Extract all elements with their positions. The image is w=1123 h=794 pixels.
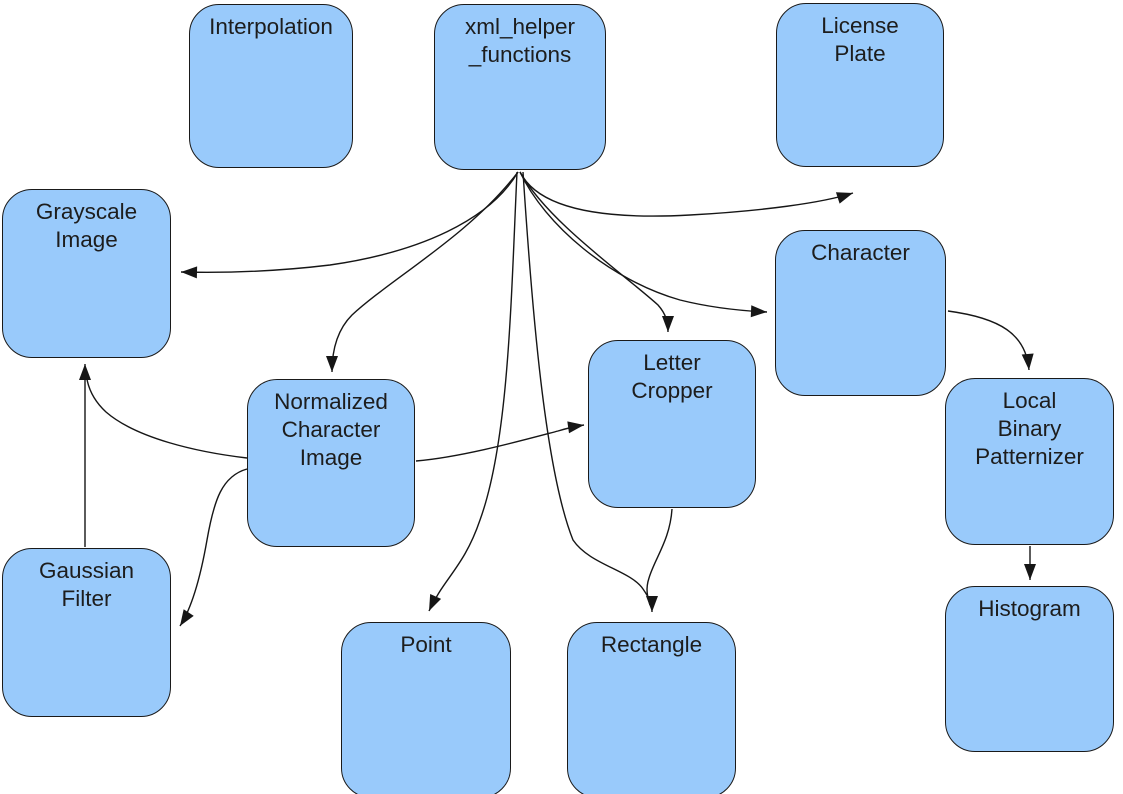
node-point-label: Point — [400, 632, 452, 657]
node-gaussian-filter-label: Gaussian Filter — [38, 558, 135, 611]
edge-xml-helper-functions-to-point — [428, 171, 518, 612]
edge-character-to-local-binary-patternizer — [947, 310, 1034, 371]
node-normalized-character-image-label: Normalized Character Image — [274, 389, 388, 470]
node-letter-cropper-label: Letter Cropper — [631, 350, 713, 403]
node-rectangle[interactable]: Rectangle — [567, 622, 736, 794]
edge-normalized-character-image-to-letter-cropper — [415, 421, 585, 462]
node-interpolation-label: Interpolation — [209, 14, 333, 39]
node-grayscale-image-label: Grayscale Image — [35, 199, 138, 252]
edge-letter-cropper-to-rectangle — [646, 508, 673, 606]
node-grayscale-image[interactable]: Grayscale Image — [2, 189, 171, 358]
node-xml-helper-functions-label: xml_helper _functions — [464, 14, 576, 67]
node-license-plate-label: License Plate — [821, 13, 899, 66]
node-character-label: Character — [811, 240, 910, 265]
edge-xml-helper-functions-to-license-plate — [519, 171, 854, 217]
node-interpolation[interactable]: Interpolation — [189, 4, 353, 168]
node-local-binary-patternizer-label: Local Binary Patternizer — [975, 388, 1084, 469]
edge-normalized-character-image-to-grayscale-image — [85, 371, 248, 459]
node-rectangle-label: Rectangle — [600, 632, 703, 657]
edge-xml-helper-functions-to-character — [519, 171, 768, 318]
node-point[interactable]: Point — [341, 622, 511, 794]
edge-xml-helper-functions-to-normalized-character-image — [326, 171, 519, 373]
node-normalized-character-image[interactable]: Normalized Character Image — [247, 379, 415, 547]
edge-xml-helper-functions-to-grayscale-image — [180, 171, 519, 279]
node-license-plate[interactable]: License Plate — [776, 3, 944, 167]
edge-normalized-character-image-to-gaussian-filter — [179, 468, 248, 627]
node-local-binary-patternizer[interactable]: Local Binary Patternizer — [945, 378, 1114, 545]
node-character[interactable]: Character — [775, 230, 946, 396]
node-histogram[interactable]: Histogram — [945, 586, 1114, 752]
node-gaussian-filter[interactable]: Gaussian Filter — [2, 548, 171, 717]
edge-xml-helper-functions-to-letter-cropper — [519, 171, 674, 333]
node-letter-cropper[interactable]: Letter Cropper — [588, 340, 756, 508]
node-histogram-label: Histogram — [978, 596, 1081, 621]
node-xml-helper-functions[interactable]: xml_helper _functions — [434, 4, 606, 170]
